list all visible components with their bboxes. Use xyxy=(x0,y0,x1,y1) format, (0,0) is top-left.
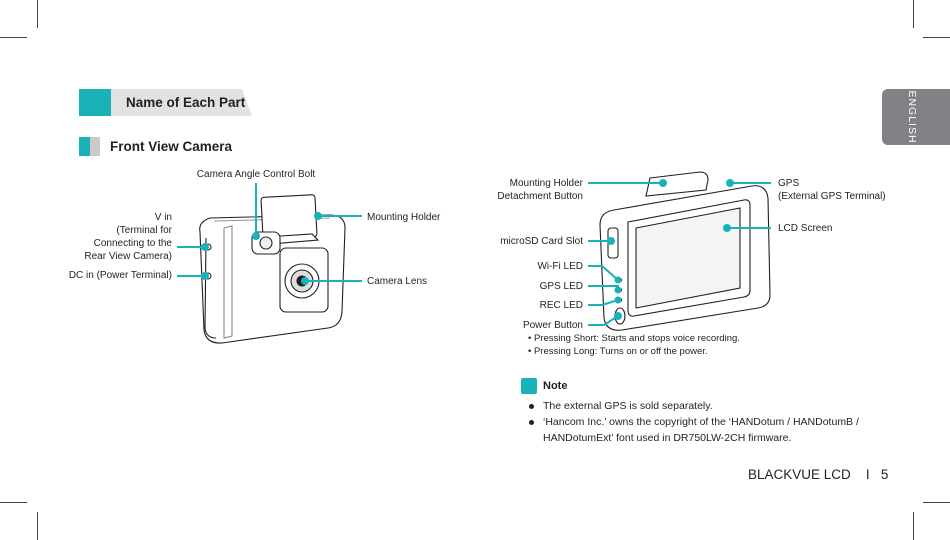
label-angle-bolt: Camera Angle Control Bolt xyxy=(196,169,316,180)
footer-brand: BLACKVUE LCD xyxy=(748,467,851,482)
crop-mark xyxy=(923,502,950,503)
rear-leaders xyxy=(588,179,771,326)
label-rec-led: REC LED xyxy=(539,300,583,311)
label-gps-led: GPS LED xyxy=(539,281,583,292)
page-footer: BLACKVUE LCD I 5 xyxy=(748,467,888,482)
label-detachment-button: Mounting Holder Detachment Button xyxy=(497,178,583,202)
label-lcd-screen: LCD Screen xyxy=(778,223,833,234)
footer-separator: I xyxy=(865,467,870,482)
label-gps: GPS (External GPS Terminal) xyxy=(778,178,886,202)
label-mounting-holder: Mounting Holder xyxy=(367,212,441,223)
crop-mark xyxy=(923,37,950,38)
crop-mark xyxy=(913,0,914,28)
crop-mark xyxy=(37,512,38,540)
note-item-1: The external GPS is sold separately. xyxy=(543,400,713,412)
section-title: Name of Each Part xyxy=(126,95,246,110)
power-short-desc: • Pressing Short: Starts and stops voice… xyxy=(528,333,740,344)
section-header: Name of Each Part xyxy=(79,89,252,116)
subsection-title: Front View Camera xyxy=(110,139,233,154)
crop-mark xyxy=(0,37,27,38)
bullet xyxy=(529,420,534,425)
bullet xyxy=(529,404,534,409)
section-accent xyxy=(79,89,111,116)
label-power-button: Power Button xyxy=(522,320,583,331)
label-wifi-led: Wi-Fi LED xyxy=(537,261,583,272)
crop-mark xyxy=(37,0,38,28)
crop-mark xyxy=(913,512,914,540)
note-title: Note xyxy=(543,380,568,392)
note-item-2: ‘Hancom Inc.’ owns the copyright of the … xyxy=(543,416,859,444)
front-camera-illustration xyxy=(199,194,346,344)
label-sd-slot: microSD Card Slot xyxy=(500,236,583,247)
label-v-in: V in (Terminal for Connecting to the Rea… xyxy=(84,212,172,262)
subsection-marker xyxy=(79,137,100,156)
language-tab[interactable]: ENGLISH xyxy=(882,89,950,145)
front-leaders xyxy=(177,183,362,285)
page-number: 5 xyxy=(880,467,889,482)
label-dc-in: DC in (Power Terminal) xyxy=(68,270,172,281)
rear-camera-illustration xyxy=(599,171,771,331)
label-camera-lens: Camera Lens xyxy=(367,276,428,287)
note-icon xyxy=(521,378,537,394)
crop-mark xyxy=(0,502,27,503)
section-notch xyxy=(242,89,252,116)
power-long-desc: • Pressing Long: Turns on or off the pow… xyxy=(528,346,708,357)
